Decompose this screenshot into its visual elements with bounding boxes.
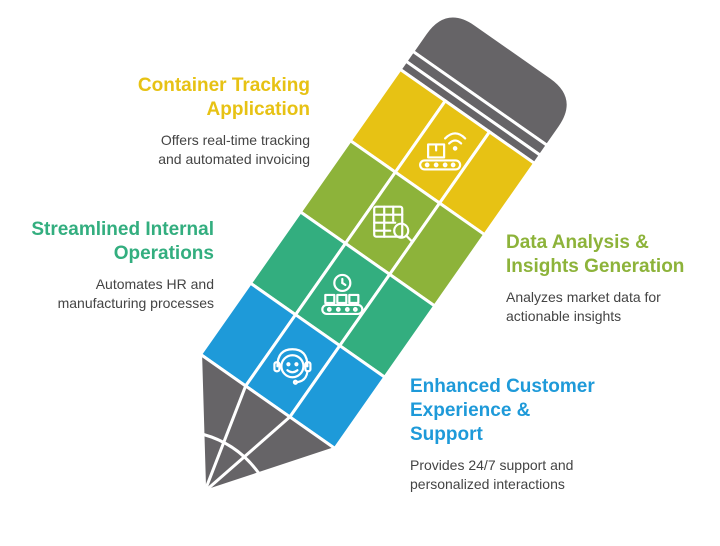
pencil-tip-facet	[203, 385, 248, 493]
section-data: Data Analysis & Insights Generation Anal…	[506, 231, 716, 326]
desc-line: and automated invoicing	[158, 151, 310, 167]
clock-conveyor-icon	[321, 273, 364, 316]
desc-line: Provides 24/7 support and	[410, 457, 574, 473]
pencil-eraser	[410, 14, 570, 148]
section-description: Provides 24/7 support and personalized i…	[410, 456, 710, 494]
section-container: Container Tracking Application Offers re…	[30, 74, 310, 169]
desc-line: Analyzes market data for	[506, 289, 661, 305]
pencil-tip	[198, 351, 339, 494]
desc-line: personalized interactions	[410, 476, 565, 492]
section-customer: Enhanced Customer Experience & Support P…	[410, 375, 710, 494]
section-title: Streamlined Internal Operations	[14, 218, 214, 266]
desc-line: Automates HR and	[95, 276, 214, 292]
table-search-icon	[373, 205, 414, 243]
section-title: Enhanced Customer Experience & Support	[410, 375, 710, 447]
section-description: Automates HR and manufacturing processes	[14, 275, 214, 313]
title-line: Container Tracking	[137, 75, 310, 96]
desc-line: actionable insights	[506, 308, 622, 324]
conveyor-wifi-icon	[419, 132, 467, 171]
title-line: Enhanced Customer	[410, 376, 595, 397]
desc-line: manufacturing processes	[57, 295, 214, 311]
section-internal: Streamlined Internal Operations Automate…	[14, 218, 214, 313]
title-line: Data Analysis &	[506, 232, 649, 253]
title-line: Operations	[113, 243, 214, 264]
section-description: Offers real-time tracking and automated …	[30, 131, 310, 169]
pencil-tip-facet	[203, 415, 291, 493]
title-line: Application	[206, 99, 310, 120]
title-line: Streamlined Internal	[31, 219, 214, 240]
section-title: Data Analysis & Insights Generation	[506, 231, 716, 279]
pencil-lead-line	[202, 432, 261, 475]
headset-support-icon	[273, 348, 312, 385]
desc-line: Offers real-time tracking	[160, 132, 310, 148]
title-line: Insights Generation	[506, 256, 685, 277]
title-line: Experience &	[410, 400, 531, 421]
title-line: Support	[410, 424, 483, 445]
section-description: Analyzes market data for actionable insi…	[506, 288, 716, 326]
section-title: Container Tracking Application	[30, 74, 310, 122]
